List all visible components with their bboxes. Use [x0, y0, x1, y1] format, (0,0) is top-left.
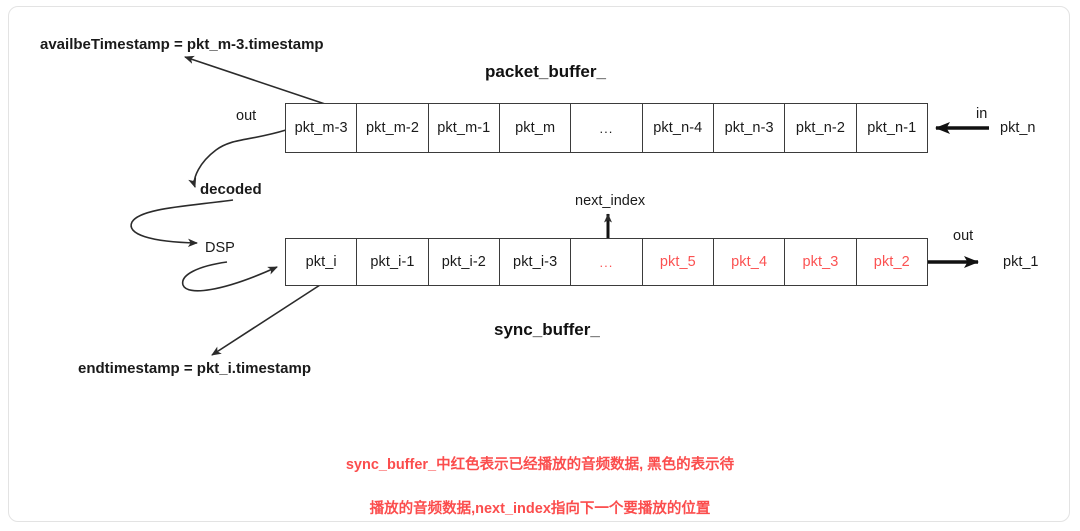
decoded-label: decoded — [200, 181, 262, 198]
sync-buffer-cell-0: pkt_i — [286, 239, 358, 285]
packet-buffer-out-label: out — [236, 108, 257, 124]
packet-buffer-title: packet_buffer_ — [485, 62, 606, 81]
packet-buffer-cell-1: pkt_m-2 — [357, 104, 429, 152]
sync-buffer-cell-5: pkt_5 — [643, 239, 714, 285]
packet-buffer-cell-3: pkt_m — [500, 104, 572, 152]
packet-in-packet-label: pkt_n — [1000, 120, 1036, 136]
caption-line-1: sync_buffer_中红色表示已经播放的音频数据, 黑色的表示待 — [345, 457, 735, 473]
packet-buffer-cell-0: pkt_m-3 — [286, 104, 358, 152]
sync-buffer-title: sync_buffer_ — [494, 320, 600, 339]
packet-buffer-cell-2: pkt_m-1 — [429, 104, 500, 152]
sync-buffer-cell-1: pkt_i-1 — [357, 239, 429, 285]
packet-buffer-in-label: in — [976, 106, 988, 122]
sync-buffer-cell-8: pkt_2 — [873, 254, 910, 270]
sync-buffer-out-label: out — [953, 228, 974, 244]
caption-line-2: 播放的音频数据,next_index指向下一个要播放的位置 — [369, 501, 711, 517]
sync-buffer-cell-4: ... — [571, 239, 643, 285]
packet-buffer-cell-7: pkt_n-2 — [785, 104, 857, 152]
sync-out-packet-label: pkt_1 — [1003, 254, 1039, 270]
sync-buffer-cell-3: pkt_i-3 — [500, 239, 572, 285]
sync-buffer-cell-6: pkt_4 — [714, 239, 786, 285]
next-index-label: next_index — [575, 193, 646, 209]
packet-buffer-cell-5: pkt_n-4 — [643, 104, 714, 152]
packet-buffer-cell-6: pkt_n-3 — [714, 104, 786, 152]
availble-timestamp-label: availbeTimestamp = pkt_m-3.timestamp — [40, 36, 324, 53]
dsp-label: DSP — [205, 240, 235, 256]
end-timestamp-label: endtimestamp = pkt_i.timestamp — [78, 360, 311, 377]
sync-buffer-cell-2: pkt_i-2 — [429, 239, 500, 285]
diagram-caption: sync_buffer_中红色表示已经播放的音频数据, 黑色的表示待 播放的音频… — [240, 432, 840, 531]
packet-buffer-cell-4: ... — [571, 104, 643, 152]
packet-buffer-cell-8: pkt_n-1 — [867, 120, 917, 136]
sync-buffer-cell-7: pkt_3 — [785, 239, 857, 285]
